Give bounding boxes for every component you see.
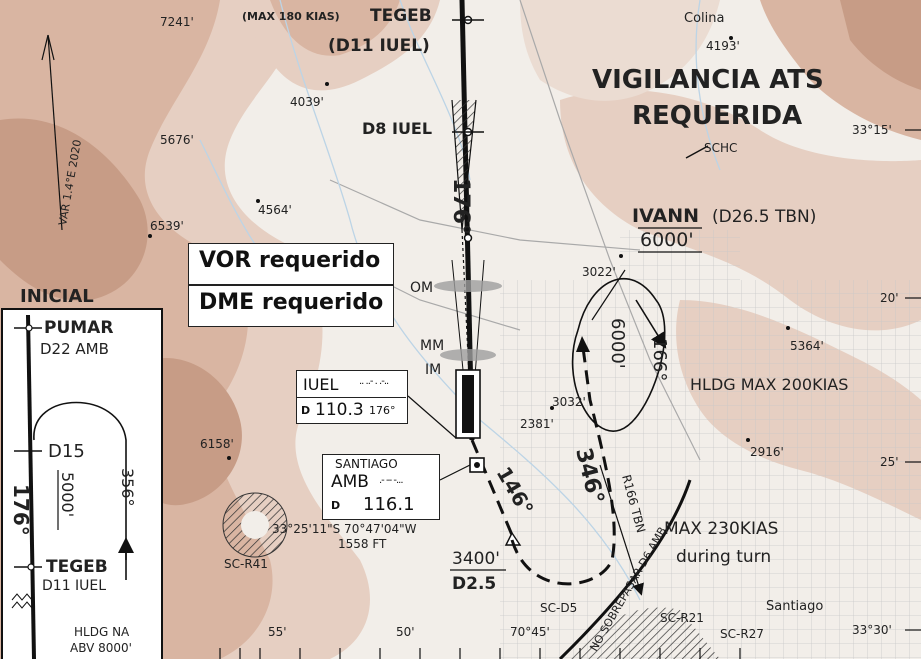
ivann-altitude-label: 6000'	[640, 229, 694, 251]
radial-r166	[599, 464, 644, 596]
iuel-frequency: 110.3	[315, 400, 364, 420]
border-ticks	[219, 129, 921, 659]
lat-33-15: 33°15'	[852, 123, 892, 137]
iuel-frequency-box: IUEL .. ..- . .-.. D 110.3 176°	[296, 370, 408, 424]
urban-grid-north	[620, 230, 740, 310]
dme-required-label: DME requerido	[199, 290, 384, 315]
iuel-dme-marker: D	[301, 404, 311, 417]
dme-required-box: DME requerido	[188, 285, 394, 327]
rivers	[199, 0, 721, 601]
pumar-distance-label: D22 AMB	[40, 340, 109, 358]
amb-vor-box: SANTIAGO AMB .- -- -... D 116.1	[322, 454, 440, 520]
area-sc-d5: SC-D5	[540, 601, 577, 615]
lon-55: 55'	[268, 625, 287, 639]
ivann-label: IVANN	[632, 205, 699, 227]
hold-speed-label: HLDG MAX 200KIAS	[690, 375, 848, 394]
mm-label: MM	[420, 338, 444, 354]
elevation-4564: 4564'	[258, 203, 292, 217]
iuel-ident: IUEL	[303, 375, 339, 394]
inset-tegeb-distance-label: D11 IUEL	[42, 578, 106, 594]
amb-dme-marker: D	[331, 499, 341, 512]
amb-elevation: 1558 FT	[338, 537, 387, 551]
surveillance-line1: VIGILANCIA ATS	[592, 65, 824, 95]
turn-speed-line2: during turn	[676, 547, 771, 567]
d25-label: D2.5	[452, 574, 496, 594]
elevation-6539: 6539'	[150, 219, 184, 233]
marker-beacons	[434, 280, 502, 361]
inset-hold-na-line1: HLDG NA	[74, 625, 130, 639]
d6-limit-arc	[558, 479, 692, 659]
restricted-areas	[222, 492, 720, 659]
om-label: OM	[410, 280, 433, 296]
spot-elevations	[148, 36, 790, 460]
amb-coordinates: 33°25'11"S 70°47'04"W	[272, 522, 417, 536]
vor-symbol	[469, 457, 485, 473]
elevation-5676: 5676'	[160, 133, 194, 147]
elevation-4193: 4193'	[706, 39, 740, 53]
place-colina: Colina	[684, 11, 724, 26]
d15-label: D15	[48, 441, 85, 462]
area-sc-r21: SC-R21	[660, 611, 704, 625]
final-course-label: 176°	[448, 178, 473, 235]
iuel-morse: .. ..- . .-..	[359, 376, 389, 387]
elevation-7241: 7241'	[160, 15, 194, 29]
elevation-6158: 6158'	[200, 437, 234, 451]
amb-ident: AMB	[331, 472, 369, 492]
lat-33-30: 33°30'	[852, 623, 892, 637]
inset-title: INICIAL	[20, 286, 94, 307]
elevation-4039: 4039'	[290, 95, 324, 109]
runway-surface	[462, 375, 474, 433]
holding-inbound	[635, 299, 667, 349]
lat-20: 20'	[880, 291, 899, 305]
holding-pattern	[571, 278, 666, 432]
iuel-course: 176°	[369, 404, 396, 417]
elevation-3022: 3022'	[582, 265, 616, 279]
urban-grid	[500, 280, 921, 659]
surveillance-line2: REQUERIDA	[632, 101, 802, 131]
turn-speed-line1: MAX 230KIAS	[664, 519, 778, 539]
tegeb-label: TEGEB	[370, 6, 432, 26]
elevation-3032: 3032'	[552, 395, 586, 409]
max-kias-label: (MAX 180 KIAS)	[242, 10, 340, 23]
inset-altitude-label: 5000'	[58, 472, 77, 517]
hold-course-label: 166°	[649, 338, 670, 381]
amb-city: SANTIAGO	[335, 457, 398, 471]
inset-procedure	[11, 314, 134, 659]
tegeb-distance-label: (D11 IUEL)	[328, 36, 430, 56]
place-schc: SCHC	[704, 141, 737, 155]
pumar-label: PUMAR	[44, 318, 113, 338]
area-sc-r41: SC-R41	[224, 557, 268, 571]
variation-arrow	[41, 34, 63, 231]
amb-frequency: 116.1	[363, 494, 415, 515]
inset-inbound-label: 176°	[9, 484, 33, 536]
inset-tegeb-label: TEGEB	[46, 557, 108, 577]
im-label: IM	[425, 362, 441, 378]
iuel-freq-row: D 110.3 176°	[297, 397, 406, 422]
lon-50: 50'	[396, 625, 415, 639]
inset-hold-na-line2: ABV 8000'	[70, 641, 132, 655]
ivann-distance-label: (D26.5 TBN)	[712, 207, 816, 227]
d8-iuel-label: D8 IUEL	[362, 119, 432, 138]
iuel-leader-line	[407, 395, 457, 439]
amb-leader-line	[439, 464, 471, 481]
inset-outbound-label: 356°	[118, 468, 137, 507]
elevation-2916: 2916'	[750, 445, 784, 459]
hold-altitude-label: 6000'	[607, 318, 628, 369]
lat-25: 25'	[880, 455, 899, 469]
vor-required-box: VOR requerido	[188, 243, 394, 285]
area-sc-r27: SC-R27	[720, 627, 764, 641]
elevation-2381: 2381'	[520, 417, 554, 431]
place-santiago: Santiago	[766, 599, 823, 614]
elevation-5364: 5364'	[790, 339, 824, 353]
vor-required-label: VOR requerido	[199, 248, 381, 273]
altitude-3400-label: 3400'	[452, 549, 500, 569]
lon-70-45: 70°45'	[510, 625, 550, 639]
amb-morse: .- -- -...	[379, 475, 403, 486]
schc-airport-symbol	[685, 145, 709, 159]
